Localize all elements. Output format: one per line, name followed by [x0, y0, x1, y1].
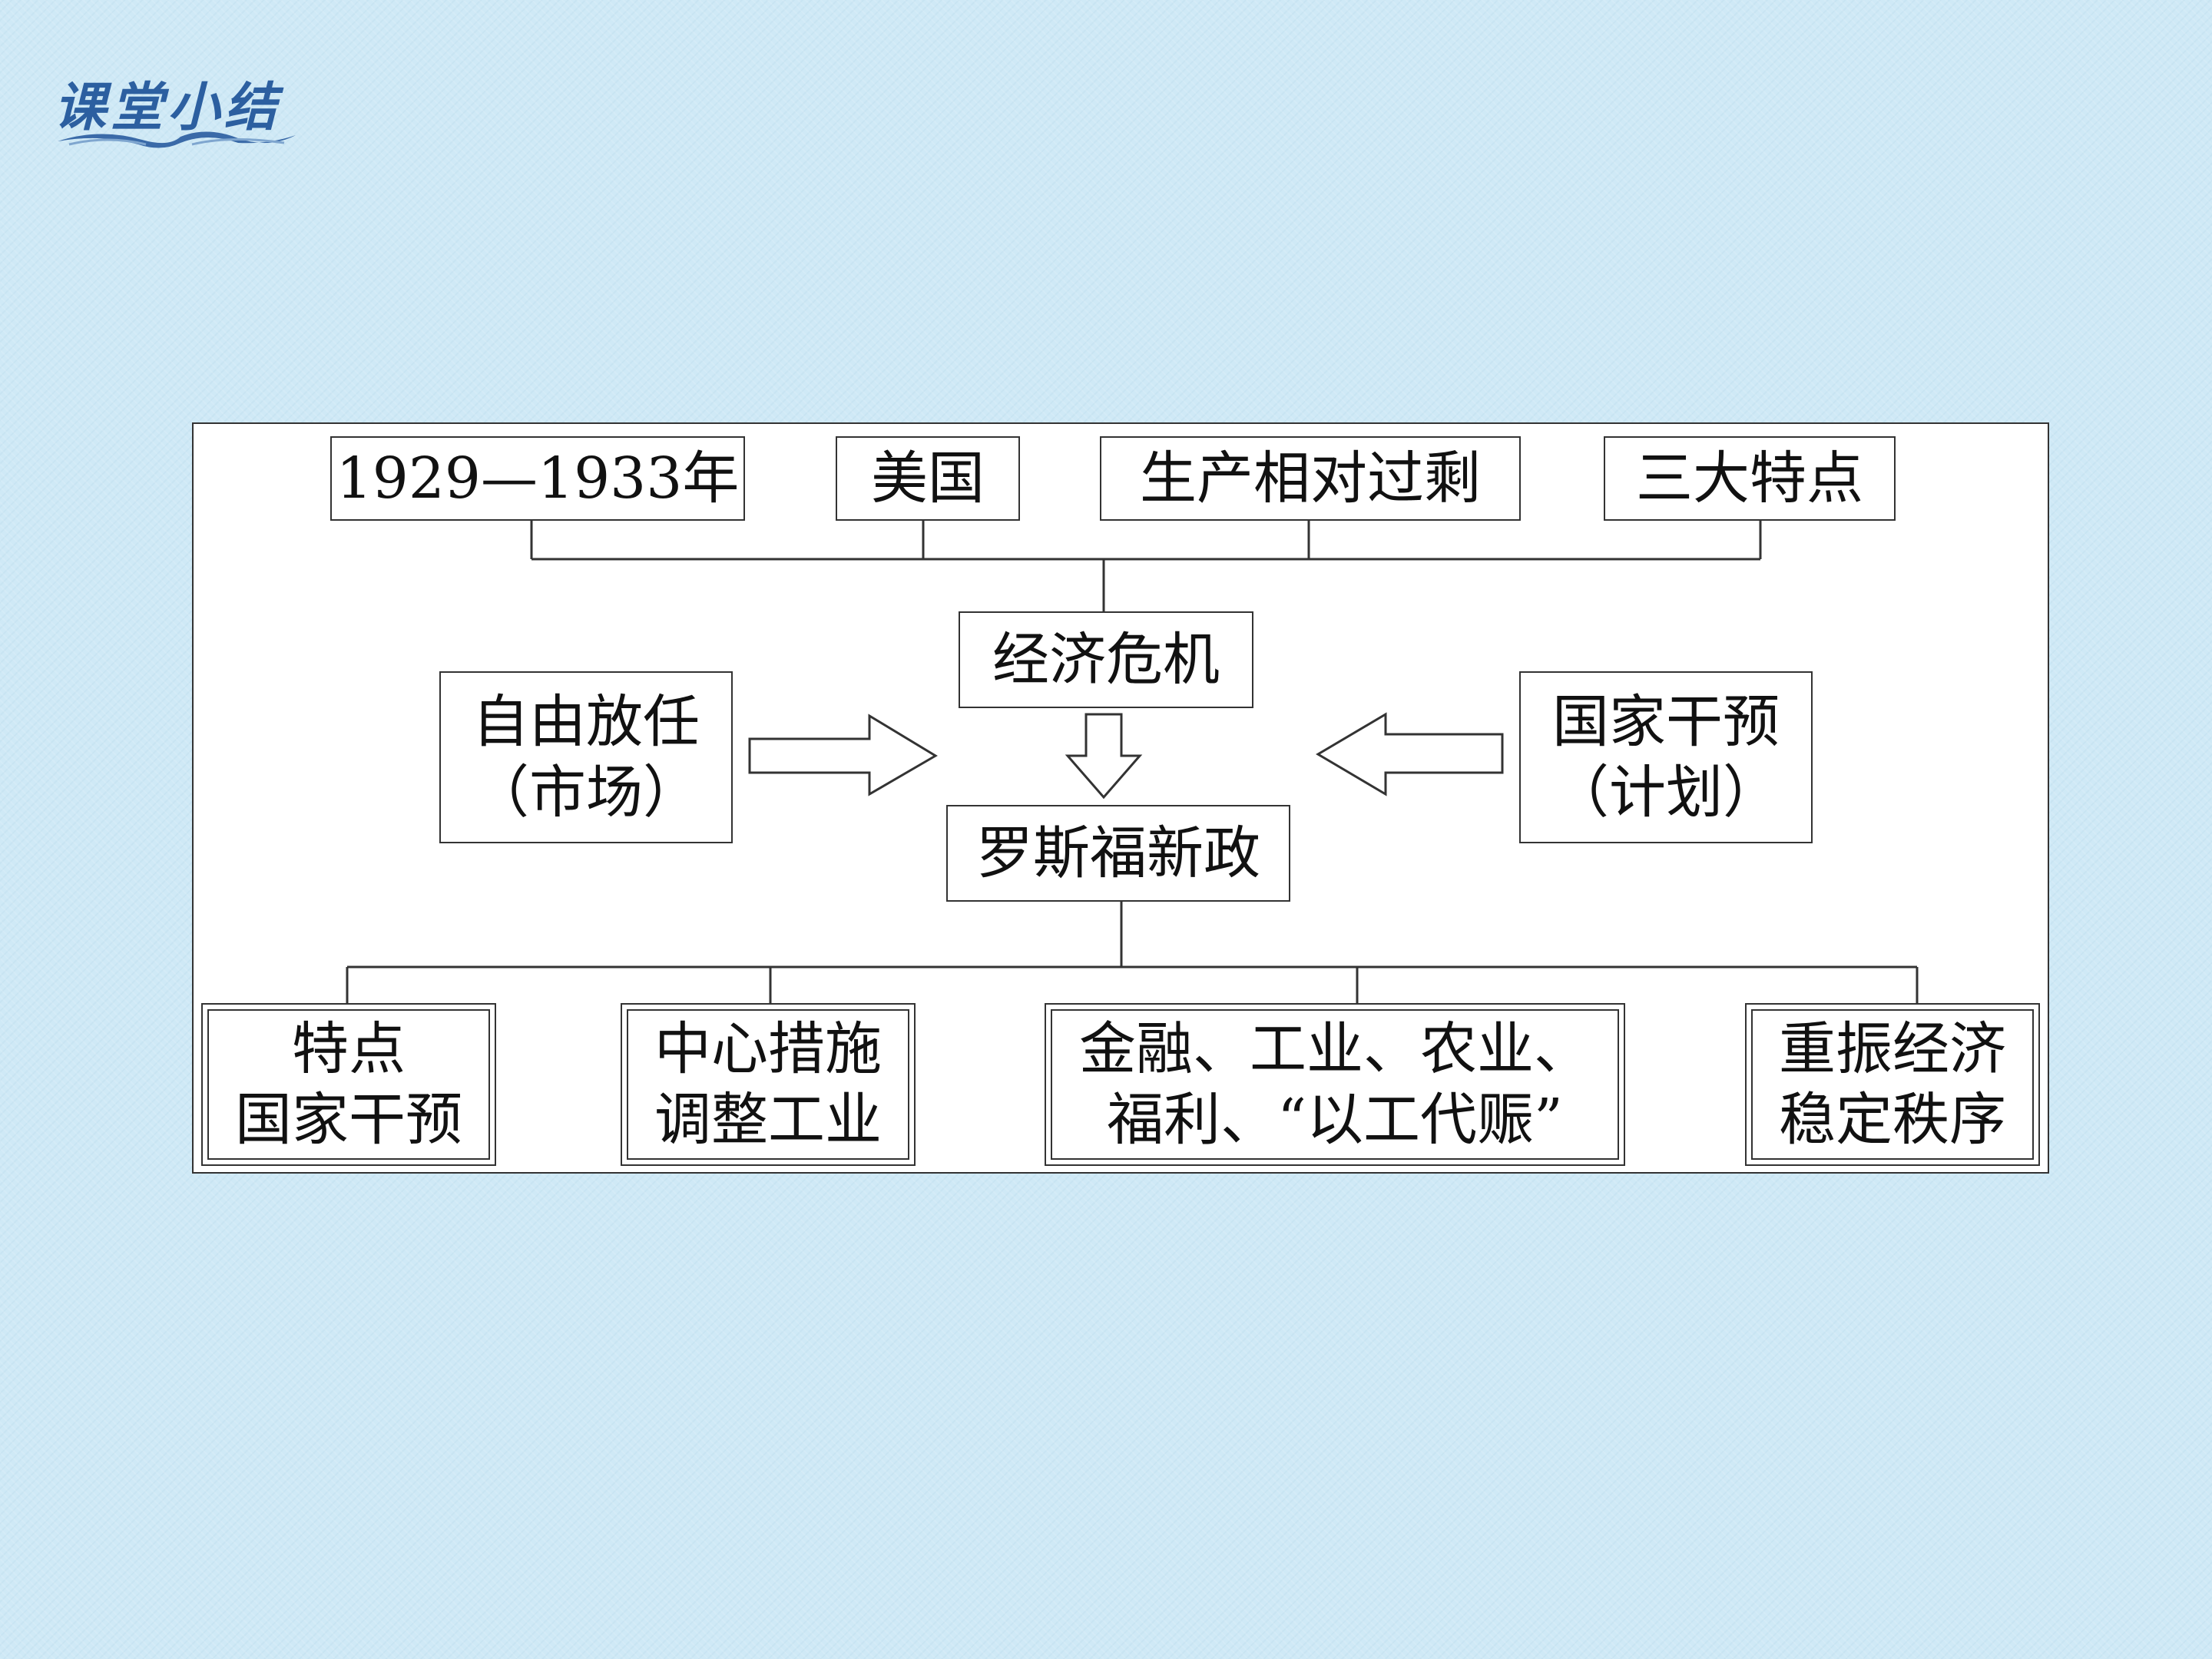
connector-lines [346, 521, 1919, 1005]
top-box-cause: 生产相对过剩 [1100, 436, 1521, 521]
right-box-state-intervention: 国家干预 （计划） [1519, 671, 1813, 843]
right-arrow-icon [748, 714, 938, 796]
top-box-country: 美国 [836, 436, 1020, 521]
top-box-features: 三大特点 [1604, 436, 1896, 521]
bottom-box-central-measure: 中心措施 调整工业 [621, 1003, 916, 1166]
bottom-box-line2: 国家干预 [235, 1087, 462, 1153]
bottom-box-line1: 金融、工业、农业、 [1079, 1016, 1591, 1082]
swoosh-decoration-icon [58, 131, 296, 148]
bottom-box-line1: 特点 [292, 1016, 406, 1082]
left-arrow-icon [1316, 712, 1504, 796]
bottom-box-line2: 福利、“以工代赈” [1107, 1087, 1563, 1153]
bottom-box-feature: 特点 国家干预 [201, 1003, 496, 1166]
left-box-line2: （市场） [472, 760, 700, 826]
bottom-box-line2: 稳定秩序 [1779, 1087, 2006, 1153]
center-box-new-deal: 罗斯福新政 [946, 805, 1290, 902]
page-title: 课堂小结 [54, 78, 282, 138]
bottom-box-measures: 金融、工业、农业、 福利、“以工代赈” [1045, 1003, 1625, 1166]
left-box-line1: 自由放任 [472, 689, 700, 755]
bottom-box-line1: 中心措施 [654, 1016, 882, 1082]
right-box-line1: 国家干预 [1552, 689, 1780, 755]
concept-diagram: 1929—1933年 美国 生产相对过剩 三大特点 经济危机 罗斯福新政 自由放… [192, 422, 2049, 1174]
left-box-laissez-faire: 自由放任 （市场） [439, 671, 733, 843]
bottom-box-line2: 调整工业 [654, 1087, 882, 1153]
center-box-economic-crisis: 经济危机 [959, 611, 1253, 708]
right-box-line2: （计划） [1552, 760, 1780, 826]
bottom-box-effect: 重振经济 稳定秩序 [1745, 1003, 2040, 1166]
bottom-box-line1: 重振经济 [1779, 1016, 2006, 1082]
top-box-period: 1929—1933年 [330, 436, 745, 521]
header-badge: 课堂小结 [54, 65, 300, 157]
down-arrow-icon [1065, 713, 1143, 800]
